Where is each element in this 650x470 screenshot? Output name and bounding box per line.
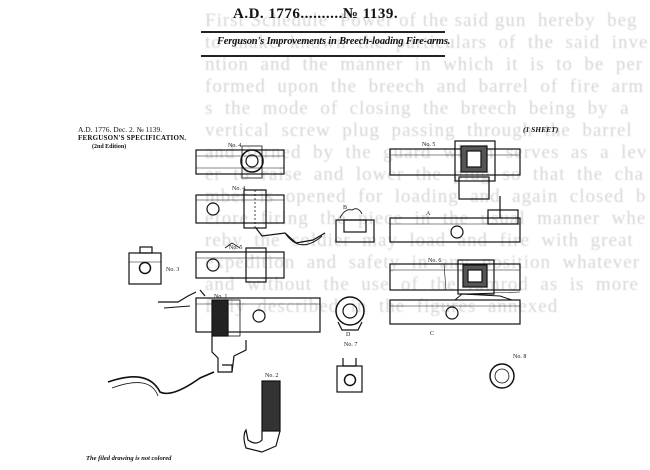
- spec-line-date: A.D. 1776. Dec. 2. № 1139.: [78, 125, 163, 134]
- title-rule-bottom: [201, 55, 445, 57]
- label-b: B: [343, 205, 347, 211]
- label-c: C: [430, 331, 434, 337]
- page-title: A.D. 1776..........№ 1139.: [233, 6, 399, 22]
- specification-block: A.D. 1776. Dec. 2. № 1139. FERGUSON'S SP…: [78, 125, 186, 152]
- label-no7: No. 7: [344, 342, 357, 348]
- label-no2: No. 2: [265, 373, 278, 379]
- label-no8: No. 8: [513, 354, 526, 360]
- figure-no1: [107, 289, 321, 397]
- footnote: The filed drawing is not colored: [86, 455, 172, 462]
- figure-d: [335, 296, 365, 331]
- figure-c: [389, 291, 521, 325]
- figure-no5-top: [389, 140, 521, 200]
- title-rule-top: [201, 31, 445, 33]
- label-no1: No. 1: [214, 294, 227, 300]
- spec-line-edition: (2nd Edition): [92, 144, 127, 150]
- label-no6: No. 6: [428, 258, 441, 264]
- label-no3: No. 3: [166, 267, 179, 273]
- label-d: D: [346, 332, 351, 338]
- figure-a: [389, 196, 521, 243]
- label-a: A: [426, 211, 431, 217]
- figure-no8: [489, 363, 515, 389]
- label-no4-top: No. 4: [228, 143, 241, 149]
- label-no5-top: No. 5: [422, 142, 435, 148]
- figure-no6: [389, 259, 521, 295]
- label-no5-mid: No. 5: [229, 245, 242, 251]
- figure-no4-top: [195, 145, 285, 179]
- page-subtitle: Ferguson's Improvements in Breech-loadin…: [217, 36, 451, 47]
- sheet-label: (1 SHEET): [523, 125, 559, 134]
- spec-line-name: FERGUSON'S SPECIFICATION.: [78, 134, 187, 142]
- figure-b: [335, 208, 375, 243]
- figure-no7: [336, 358, 363, 393]
- figure-no4-mid: [195, 189, 326, 246]
- label-no4-mid: No. 4: [232, 186, 245, 192]
- figure-no3: [128, 246, 162, 285]
- figure-no2: [243, 380, 281, 453]
- figure-no5-mid: [195, 242, 285, 283]
